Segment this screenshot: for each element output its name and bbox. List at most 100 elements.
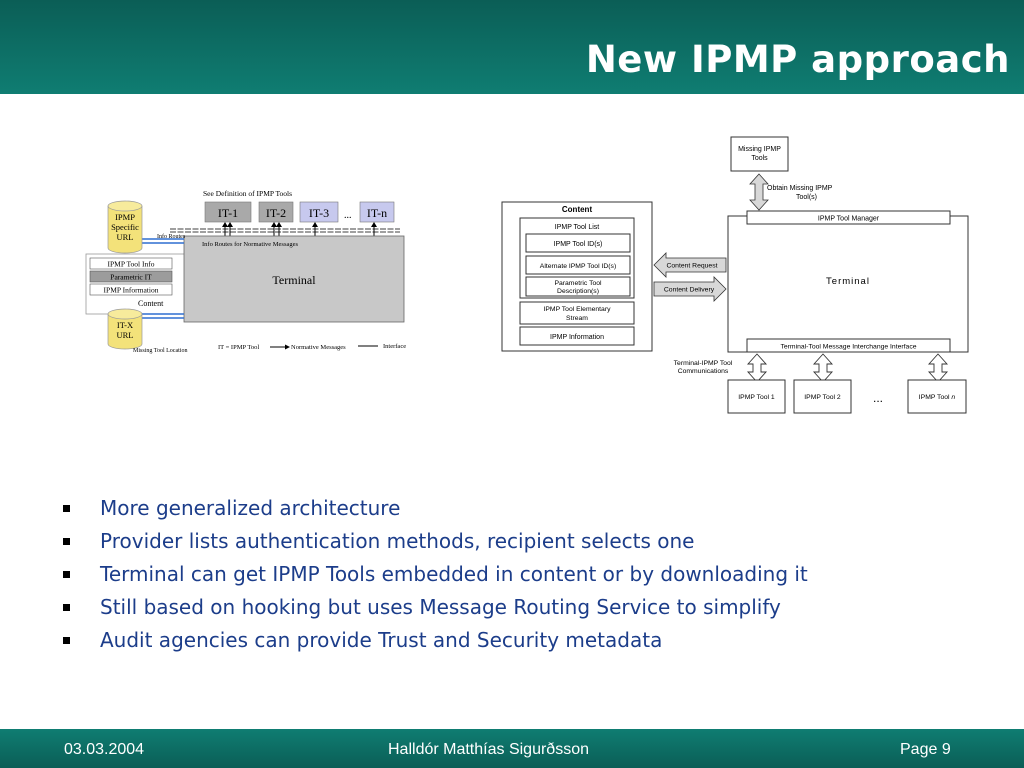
missing-tools-box — [730, 136, 789, 172]
content-item-tool-info-label: IPMP Tool Info — [108, 260, 155, 269]
tooln-box — [907, 379, 967, 414]
bullet-item: Still based on hooking but uses Message … — [60, 591, 808, 624]
info-routes-normative-label: Info Routes for Normative Messages — [202, 241, 299, 248]
bullet-item: Audit agencies can provide Trust and Sec… — [60, 624, 808, 657]
tooln-label: IPMP Tool n — [919, 394, 956, 401]
comm-label: Terminal-IPMP Tool — [674, 360, 733, 367]
bullet-item: Terminal can get IPMP Tools embedded in … — [60, 558, 808, 591]
tool2-label: IPMP Tool 2 — [804, 394, 841, 401]
bullet-item: Provider lists authentication methods, r… — [60, 525, 808, 558]
param-desc-label: Parametric Tool — [554, 280, 602, 287]
bullet-item: More generalized architecture — [60, 492, 808, 525]
tool-box-it1 — [204, 201, 252, 223]
content-label: Content — [138, 299, 164, 308]
content-delivery-label: Content Delivery — [664, 287, 715, 294]
terminal-label: Terminal — [826, 276, 870, 287]
missing-tools-label: Tools — [751, 155, 768, 162]
cylinder-itx — [107, 308, 143, 350]
tool-label-itn: IT-n — [367, 206, 387, 220]
tooln-n: n — [951, 394, 955, 401]
tool-id-box — [525, 233, 631, 253]
tool-box-it2 — [258, 201, 294, 223]
tool1-box — [727, 379, 786, 414]
normative-arrows — [224, 224, 375, 236]
bullet-text: More generalized architecture — [100, 496, 401, 520]
slide-title: New IPMP approach — [585, 38, 1010, 81]
tool-list-label: IPMP Tool List — [555, 224, 600, 231]
alt-tool-id-box — [525, 255, 631, 275]
cylinder-top-label: Specific — [111, 222, 139, 232]
footer-date: 03.03.2004 — [64, 741, 145, 758]
terminal-label: Terminal — [272, 273, 316, 287]
content-delivery-arrow — [653, 276, 727, 302]
elementary-stream-label: Stream — [566, 315, 588, 322]
title-bar: New IPMP approach — [0, 0, 1024, 94]
tool-manager-box — [746, 210, 951, 225]
cylinder-top-label: IPMP — [115, 212, 135, 222]
elementary-stream-box — [519, 301, 635, 325]
tool-label-it1: IT-1 — [218, 206, 238, 220]
left-architecture-diagram: See Definition of IPMP Tools IT-1 IT-2 I… — [85, 189, 406, 354]
content-request-label: Content Request — [666, 263, 717, 270]
tool-id-label: IPMP Tool ID(s) — [554, 241, 603, 248]
bullet-marker — [63, 604, 70, 611]
legend-it: IT = IPMP Tool — [218, 344, 259, 351]
tool-manager-label: IPMP Tool Manager — [818, 216, 880, 223]
tool-label-it2: IT-2 — [266, 206, 286, 220]
bullet-marker — [63, 637, 70, 644]
obtain-label: Tool(s) — [796, 194, 817, 201]
comm-label: Communications — [678, 368, 729, 375]
bullet-marker — [63, 538, 70, 545]
terminal-box — [183, 235, 405, 323]
bullet-marker — [63, 571, 70, 578]
footer-author: Halldór Matthías Sigurðsson — [388, 741, 589, 758]
content-request-arrow — [653, 252, 727, 278]
connector-lines — [142, 238, 184, 319]
obtain-label: Obtain Missing IPMP — [767, 185, 833, 192]
obtain-double-arrow — [749, 173, 769, 211]
footer-bar: 03.03.2004 Halldór Matthías Sigurðsson P… — [0, 729, 1024, 768]
bullet-list: More generalized architecture Provider l… — [60, 492, 808, 657]
param-desc-box — [525, 276, 631, 297]
cylinder-top-label: URL — [117, 232, 134, 242]
missing-tools-label: Missing IPMP — [738, 146, 781, 153]
cylinder-bottom-label: URL — [117, 330, 134, 340]
tool-double-arrows — [746, 353, 949, 383]
arrow-heads — [222, 222, 377, 227]
tool-ellipsis: ... — [344, 210, 352, 221]
content-item-parametric — [89, 270, 173, 283]
param-desc-label: Description(s) — [557, 288, 599, 295]
ipmp-info-box — [519, 326, 635, 346]
interface-box — [746, 338, 951, 353]
cylinder-ipmp-specific — [107, 200, 143, 254]
interface-label: Terminal-Tool Message Interchange Interf… — [780, 344, 916, 351]
info-routes-short-label: Info Routes — [157, 233, 186, 240]
tools-ellipsis: ... — [873, 391, 883, 405]
right-architecture-diagram: Missing IPMP Tools Obtain Missing IPMP T… — [501, 136, 969, 414]
ipmp-info-label: IPMP Information — [550, 334, 604, 341]
content-item-tool-info — [89, 257, 173, 270]
tool-label-it3: IT-3 — [309, 206, 329, 220]
content-title: Content — [562, 205, 593, 214]
bullet-text: Terminal can get IPMP Tools embedded in … — [100, 562, 808, 586]
tool2-box — [793, 379, 852, 414]
content-item-ipmp-info — [89, 283, 173, 296]
content-item-parametric-label: Parametric IT — [110, 273, 152, 282]
tool-box-it3 — [299, 201, 339, 223]
cylinder-bottom-label: IT-X — [117, 320, 133, 330]
footer-page-number: Page 9 — [900, 741, 951, 758]
legend-arrow-head — [285, 344, 290, 350]
legend-normative: Normative Messages — [291, 344, 346, 351]
left-diagram-header: See Definition of IPMP Tools — [203, 189, 292, 198]
alt-tool-id-label: Alternate IPMP Tool ID(s) — [540, 263, 616, 270]
tool1-label: IPMP Tool 1 — [738, 394, 775, 401]
legend-interface: Interface — [383, 343, 406, 350]
bullet-text: Provider lists authentication methods, r… — [100, 529, 695, 553]
terminal-box — [727, 215, 969, 353]
tooln-prefix: IPMP Tool — [919, 394, 952, 401]
bullet-marker — [63, 505, 70, 512]
bullet-text: Still based on hooking but uses Message … — [100, 595, 781, 619]
missing-tool-location-label: Missing Tool Location — [133, 348, 187, 354]
content-item-ipmp-info-label: IPMP Information — [104, 286, 159, 295]
elementary-stream-label: IPMP Tool Elementary — [544, 306, 612, 313]
